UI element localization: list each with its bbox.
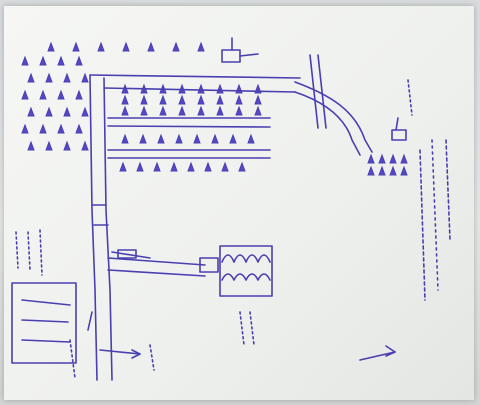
tree-triangle	[27, 72, 35, 83]
top-building	[221, 37, 259, 63]
tree-triangle	[147, 41, 155, 52]
inner-lanes	[107, 117, 271, 159]
bottom-arrows	[87, 311, 396, 361]
tree-triangle	[21, 123, 29, 134]
tree-triangle	[159, 94, 167, 105]
tree-triangle	[400, 165, 408, 176]
tree-triangle	[254, 94, 262, 105]
tree-triangle	[39, 55, 47, 66]
tree-triangle	[159, 105, 167, 116]
tree-triangle	[193, 133, 201, 144]
tree-triangle	[367, 165, 375, 176]
tree-triangle	[63, 140, 71, 151]
tree-triangle	[122, 41, 130, 52]
tree-triangle	[75, 123, 83, 134]
tree-triangle	[27, 106, 35, 117]
tree-triangle	[75, 55, 83, 66]
hand-drawn-map-paper	[4, 6, 474, 400]
tree-triangle	[121, 94, 129, 105]
tree-triangle	[247, 133, 255, 144]
tree-triangle	[197, 94, 205, 105]
tree-triangle	[235, 94, 243, 105]
right-building	[391, 117, 407, 141]
top-road	[89, 74, 301, 93]
tree-triangle	[121, 105, 129, 116]
tree-triangle	[170, 161, 178, 172]
tree-triangle	[45, 106, 53, 117]
tree-triangle	[75, 89, 83, 100]
tree-triangle	[378, 153, 386, 164]
tree-triangle	[197, 105, 205, 116]
tree-triangle	[153, 161, 161, 172]
main-road	[89, 74, 113, 381]
curved-road	[294, 54, 373, 156]
tree-triangle	[400, 153, 408, 164]
tree-triangle	[57, 89, 65, 100]
tree-triangle	[221, 161, 229, 172]
tree-triangle	[57, 123, 65, 134]
tree-triangle	[204, 161, 212, 172]
tree-triangle	[178, 94, 186, 105]
tree-triangle	[140, 94, 148, 105]
tree-triangle	[197, 41, 205, 52]
tree-triangle	[45, 72, 53, 83]
tree-triangle	[178, 105, 186, 116]
tree-triangle	[57, 55, 65, 66]
lower-road	[107, 249, 206, 277]
tree-triangle	[238, 161, 246, 172]
tree-triangle	[63, 106, 71, 117]
tree-triangle	[97, 41, 105, 52]
tree-triangle	[21, 55, 29, 66]
legend-box	[11, 282, 77, 364]
tree-triangle	[216, 105, 224, 116]
tree-triangle	[216, 83, 224, 94]
tree-triangle	[254, 105, 262, 116]
tree-triangle	[45, 140, 53, 151]
tree-triangle	[27, 140, 35, 151]
dome-building	[199, 245, 273, 297]
tree-triangle	[157, 133, 165, 144]
tree-triangle	[81, 72, 89, 83]
tree-triangle	[378, 165, 386, 176]
tree-triangle	[21, 89, 29, 100]
tree-symbols	[21, 41, 408, 176]
tree-triangle	[72, 41, 80, 52]
tree-triangle	[81, 140, 89, 151]
tree-triangle	[235, 105, 243, 116]
tree-triangle	[211, 133, 219, 144]
tree-triangle	[175, 133, 183, 144]
tree-triangle	[81, 106, 89, 117]
tree-triangle	[216, 94, 224, 105]
tree-triangle	[139, 133, 147, 144]
tree-triangle	[39, 123, 47, 134]
tree-triangle	[140, 105, 148, 116]
tree-triangle	[367, 153, 375, 164]
tree-triangle	[389, 153, 397, 164]
tree-triangle	[47, 41, 55, 52]
tree-triangle	[197, 83, 205, 94]
handwriting-scribbles	[15, 79, 451, 379]
tree-triangle	[229, 133, 237, 144]
tree-triangle	[119, 161, 127, 172]
tree-triangle	[187, 161, 195, 172]
tree-triangle	[121, 133, 129, 144]
tree-triangle	[389, 165, 397, 176]
tree-triangle	[235, 83, 243, 94]
tree-triangle	[172, 41, 180, 52]
tree-triangle	[63, 72, 71, 83]
tree-triangle	[136, 161, 144, 172]
tree-triangle	[39, 89, 47, 100]
